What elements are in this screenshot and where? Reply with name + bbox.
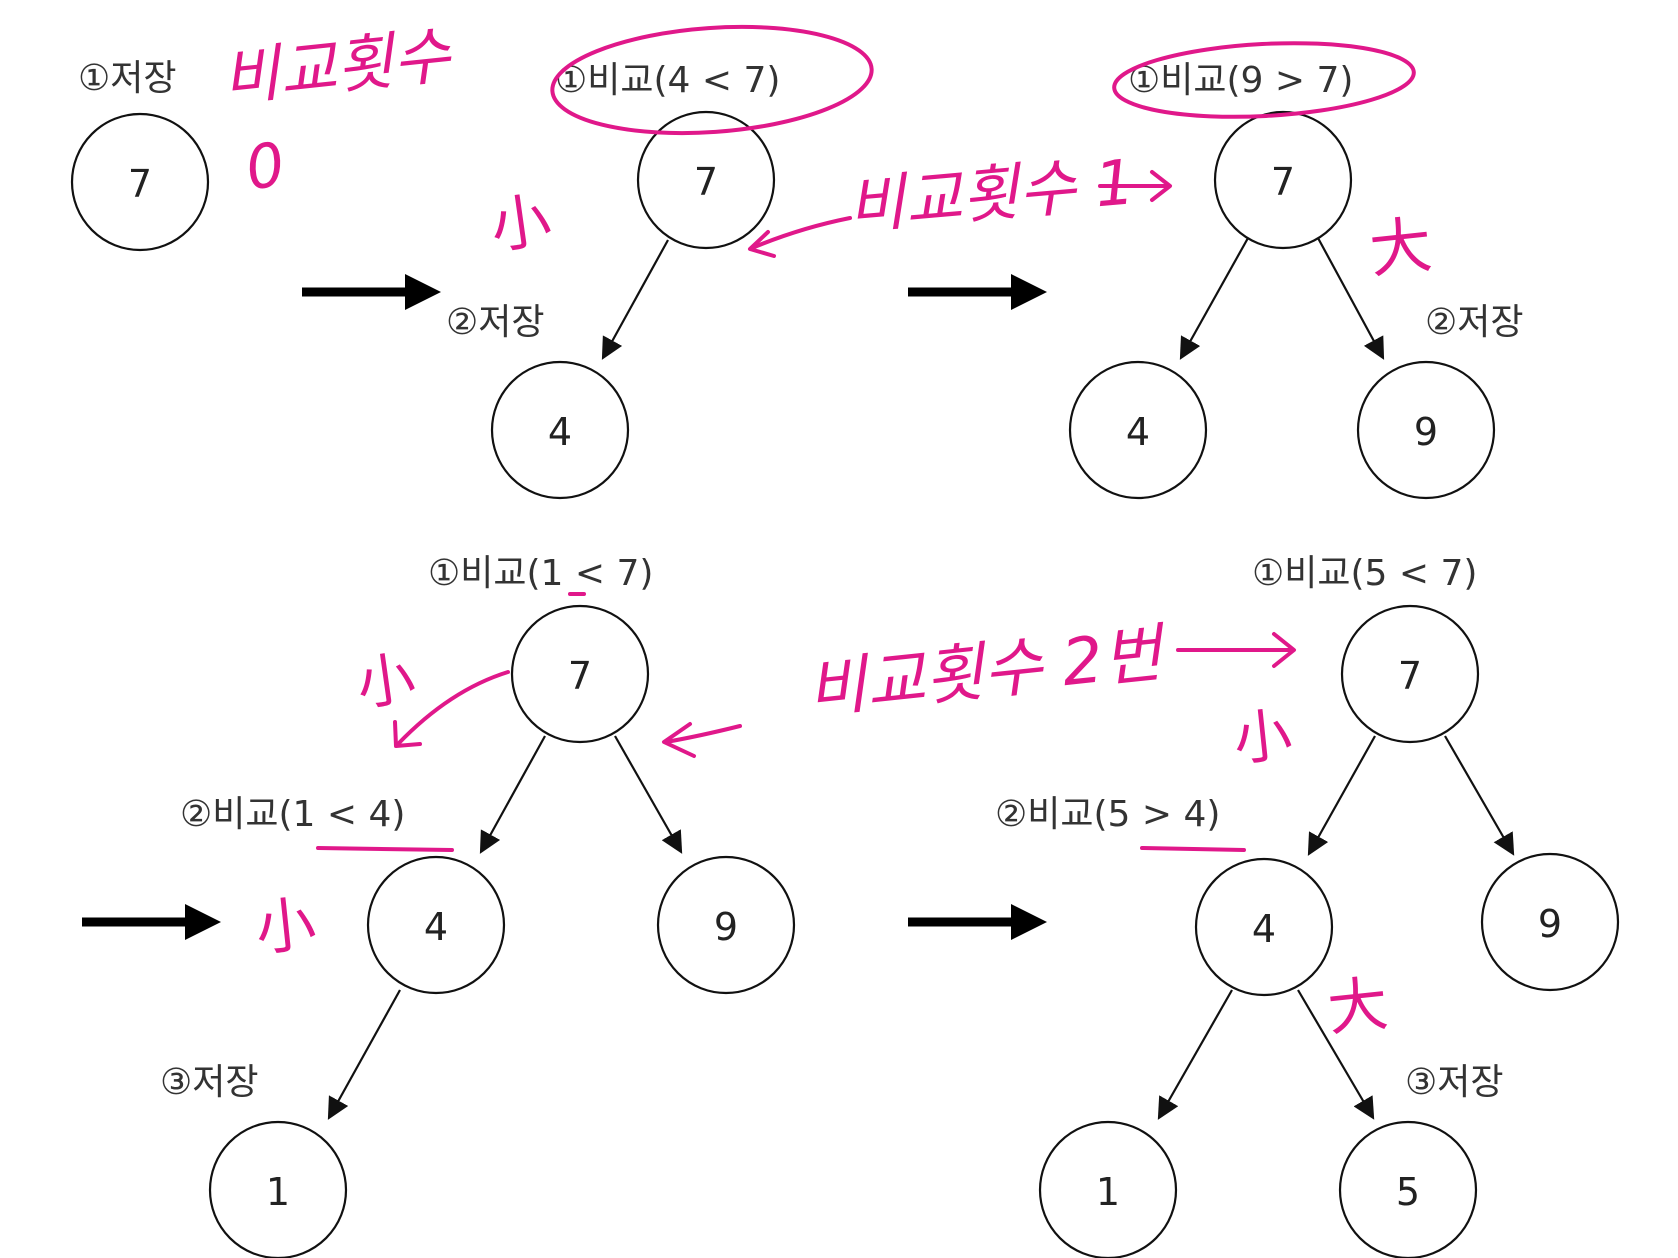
tree-edge bbox=[601, 239, 669, 360]
tree-node: 7 bbox=[510, 604, 650, 744]
tree-edge bbox=[327, 989, 401, 1120]
tree-node: 9 bbox=[1356, 360, 1496, 500]
step-label-compare: ②비교(1 < 4) bbox=[180, 794, 405, 835]
tree-node: 4 bbox=[1194, 857, 1334, 997]
node-value: 5 bbox=[1396, 1170, 1420, 1214]
panel-5: ①비교(5 < 7) ②비교(5 > 4) ③저장 7 4 9 1 5 bbox=[995, 553, 1620, 1258]
tree-node: 7 bbox=[70, 112, 210, 252]
tree-edge bbox=[614, 735, 683, 854]
ink-arrowhead bbox=[1150, 170, 1172, 202]
step-label-store: ③저장 bbox=[1405, 1062, 1504, 1103]
node-value: 4 bbox=[548, 410, 572, 454]
step-label-store: ③저장 bbox=[160, 1062, 259, 1103]
node-value: 7 bbox=[694, 160, 718, 204]
node-value: 4 bbox=[424, 905, 448, 949]
tree-node: 1 bbox=[208, 1120, 348, 1258]
step-label-store: ②저장 bbox=[1425, 302, 1524, 343]
panel-3: ①비교(9 > 7) ②저장 7 4 9 bbox=[1068, 60, 1524, 500]
ink-arrowhead bbox=[1272, 632, 1296, 668]
step-label-store: ②저장 bbox=[446, 302, 545, 343]
node-value: 1 bbox=[266, 1170, 290, 1214]
step-label-compare: ①비교(4 < 7) bbox=[555, 60, 780, 101]
node-value: 7 bbox=[1398, 654, 1422, 698]
underline bbox=[316, 846, 454, 852]
tree-node: 5 bbox=[1338, 1120, 1478, 1258]
annotation-small: 小 bbox=[1230, 700, 1295, 774]
node-value: 7 bbox=[128, 162, 152, 206]
node-value: 7 bbox=[1271, 160, 1295, 204]
panel-2: ①비교(4 < 7) ②저장 7 4 bbox=[446, 60, 780, 500]
node-value: 1 bbox=[1096, 1170, 1120, 1214]
ink-arrowhead bbox=[662, 722, 696, 758]
tree-edge bbox=[1444, 735, 1515, 856]
annotation-small: 小 bbox=[252, 889, 319, 965]
tree-node: 7 bbox=[1213, 110, 1353, 250]
annotation-compare-count-one: 비교횟수 1 bbox=[845, 145, 1138, 243]
annotation-count-zero: 0 bbox=[240, 129, 290, 205]
node-value: 7 bbox=[568, 654, 592, 698]
node-value: 4 bbox=[1252, 907, 1276, 951]
tree-node: 4 bbox=[1068, 360, 1208, 500]
node-value: 9 bbox=[714, 905, 738, 949]
ink-arrowhead bbox=[748, 230, 776, 258]
step-label-compare: ②비교(5 > 4) bbox=[995, 794, 1220, 835]
tree-node: 7 bbox=[636, 110, 776, 250]
panel-1: ①저장 7 bbox=[70, 58, 210, 252]
node-value: 4 bbox=[1126, 410, 1150, 454]
node-value: 9 bbox=[1538, 902, 1562, 946]
annotation-large: 大 bbox=[1366, 208, 1435, 287]
tree-edge bbox=[1307, 735, 1376, 856]
annotation-large: 大 bbox=[1324, 969, 1391, 1045]
tree-edge bbox=[479, 735, 546, 854]
tree-node: 4 bbox=[490, 360, 630, 500]
tree-edge bbox=[1317, 237, 1385, 360]
node-value: 9 bbox=[1414, 410, 1438, 454]
tree-edge bbox=[1179, 237, 1249, 360]
annotation-compare-count: 비교횟수 bbox=[219, 18, 455, 115]
step-label-compare: ①비교(9 > 7) bbox=[1128, 60, 1353, 101]
ink-arrowhead bbox=[393, 720, 422, 748]
highlight-ellipse bbox=[550, 24, 874, 136]
step-label-compare: ①비교(1 < 7) bbox=[428, 553, 653, 594]
tree-node: 7 bbox=[1340, 604, 1480, 744]
ink-arrow-left bbox=[750, 216, 852, 250]
step-label-store: ①저장 bbox=[78, 58, 177, 99]
tree-edge bbox=[1297, 989, 1375, 1120]
ink-arrow-left bbox=[664, 724, 742, 744]
tree-node: 4 bbox=[366, 855, 506, 995]
tree-node: 9 bbox=[1480, 852, 1620, 992]
tree-edge bbox=[1157, 989, 1233, 1120]
tree-node: 9 bbox=[656, 855, 796, 995]
panel-4: ①비교(1 < 7) ②비교(1 < 4) ③저장 7 4 9 1 bbox=[160, 553, 796, 1258]
underline bbox=[1140, 846, 1246, 852]
ink-arrow-curve bbox=[396, 670, 510, 746]
annotation-compare-count-two: 비교횟수 2번 bbox=[804, 617, 1171, 728]
annotation-small: 小 bbox=[352, 643, 419, 718]
annotation-small: 小 bbox=[486, 185, 555, 263]
tree-node: 1 bbox=[1038, 1120, 1178, 1258]
highlight-ellipse bbox=[1112, 41, 1416, 119]
step-label-compare: ①비교(5 < 7) bbox=[1252, 553, 1477, 594]
